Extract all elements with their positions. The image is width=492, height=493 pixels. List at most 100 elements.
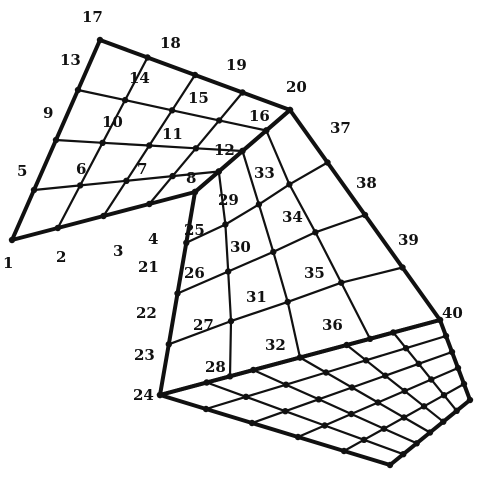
mesh-node — [215, 168, 222, 175]
node-label-27: 27 — [193, 316, 214, 334]
node-label-19: 19 — [226, 56, 247, 74]
node-label-23: 23 — [134, 346, 155, 364]
mesh-node — [400, 451, 407, 458]
mesh-node — [374, 399, 382, 406]
mesh-node — [440, 418, 447, 425]
mesh-node — [321, 422, 328, 429]
mesh-node — [454, 364, 462, 372]
patch-bottom-col-line — [205, 381, 405, 456]
mesh-node — [382, 372, 389, 379]
mesh-node — [216, 117, 223, 124]
node-label-31: 31 — [246, 288, 267, 306]
mesh-node — [343, 341, 350, 349]
mesh-node — [123, 177, 130, 184]
mesh-node — [402, 345, 410, 352]
mesh-node — [255, 201, 263, 208]
node-label-21: 21 — [138, 258, 159, 276]
node-label-37: 37 — [330, 119, 351, 137]
mesh-node — [203, 379, 210, 386]
mesh-node — [121, 96, 129, 104]
mesh-node — [322, 369, 330, 376]
mesh-node — [460, 380, 468, 388]
mesh-node — [169, 172, 176, 180]
patch-middle-col-line — [265, 129, 372, 340]
mesh-node — [366, 335, 374, 342]
mesh-node — [428, 376, 435, 383]
mesh-node — [400, 414, 408, 421]
mesh-node — [440, 392, 448, 399]
mesh-node — [202, 405, 210, 413]
mesh-node — [284, 298, 291, 306]
node-label-9: 9 — [43, 104, 53, 122]
mesh-node — [415, 360, 422, 367]
mesh-node — [361, 211, 369, 219]
mesh-node — [348, 410, 355, 418]
patch-bottom-col-line — [392, 331, 458, 412]
node-label-3: 3 — [113, 242, 123, 260]
patch-bottom-col-line — [158, 393, 392, 467]
node-label-38: 38 — [356, 174, 377, 192]
mesh-node — [401, 387, 408, 395]
mesh-node — [442, 332, 450, 340]
node-label-12: 12 — [214, 141, 235, 159]
node-label-18: 18 — [160, 34, 181, 52]
mesh-node — [239, 89, 246, 96]
mesh-node — [74, 86, 82, 94]
mesh-node — [448, 348, 456, 356]
node-label-15: 15 — [188, 89, 209, 107]
node-label-22: 22 — [136, 304, 157, 322]
node-label-4: 4 — [148, 230, 158, 248]
node-label-30: 30 — [230, 238, 251, 256]
node-label-40: 40 — [442, 304, 463, 322]
mesh-node — [168, 107, 176, 114]
node-label-2: 2 — [56, 248, 66, 266]
mesh-node — [222, 221, 229, 228]
mesh-node — [360, 436, 368, 443]
mesh-node — [436, 316, 444, 324]
mesh-node — [386, 461, 394, 469]
mesh-node — [54, 224, 61, 232]
mesh-node — [226, 373, 234, 380]
node-label-28: 28 — [205, 358, 226, 376]
node-label-34: 34 — [282, 208, 303, 226]
mesh-node — [390, 329, 397, 336]
mesh-node — [324, 159, 331, 166]
mesh-node — [144, 54, 151, 61]
node-label-17: 17 — [82, 8, 103, 26]
mesh-node — [165, 341, 172, 348]
mesh-node — [263, 127, 270, 134]
mesh-node — [466, 396, 474, 404]
mesh-node — [146, 200, 153, 208]
node-label-20: 20 — [286, 78, 307, 96]
mesh-node — [239, 147, 246, 155]
mesh-node — [315, 396, 322, 403]
mesh-node — [183, 239, 190, 246]
mesh-node — [338, 279, 345, 286]
mesh-node — [8, 236, 16, 244]
node-label-13: 13 — [60, 51, 81, 69]
mesh-node — [348, 384, 356, 391]
mesh-node — [192, 145, 200, 152]
patch-bottom-col-line — [345, 343, 445, 423]
mesh-node — [191, 188, 199, 196]
node-label-6: 6 — [76, 160, 86, 178]
node-label-25: 25 — [184, 221, 205, 239]
node-label-24: 24 — [133, 386, 154, 404]
mesh-node — [156, 391, 164, 399]
mesh-nodes — [8, 36, 474, 469]
node-label-14: 14 — [129, 69, 150, 87]
patch-bottom-col-line — [252, 368, 418, 445]
mesh-node — [294, 433, 302, 441]
mesh-node — [453, 407, 460, 414]
mesh-node — [420, 403, 428, 410]
mesh-node — [426, 429, 434, 436]
node-label-36: 36 — [322, 316, 343, 334]
node-label-39: 39 — [398, 231, 419, 249]
mesh-node — [250, 366, 257, 374]
mesh-node — [100, 212, 107, 220]
node-label-33: 33 — [254, 164, 275, 182]
node-label-5: 5 — [17, 162, 27, 180]
mesh-node — [286, 181, 293, 188]
node-label-10: 10 — [102, 113, 123, 131]
